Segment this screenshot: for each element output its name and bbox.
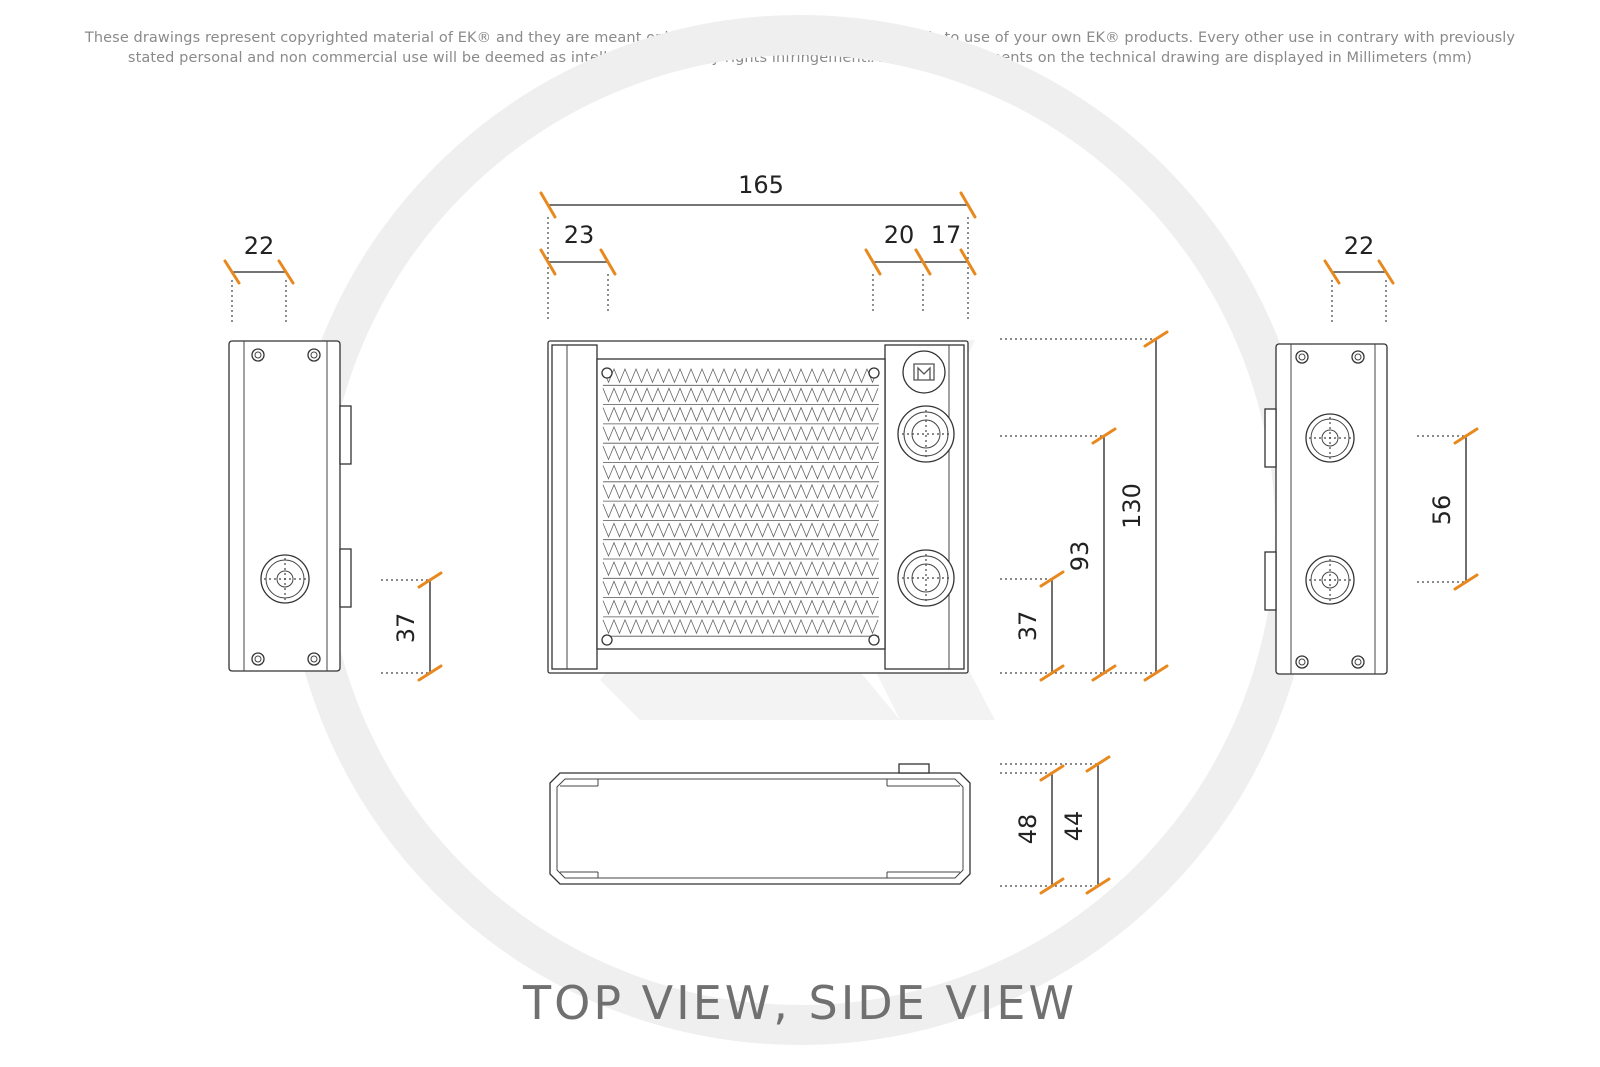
dim-front-left-offset: 23 xyxy=(564,221,595,249)
dim-front-port-right: 17 xyxy=(931,221,962,249)
dim-bottom-outer: 48 xyxy=(1014,814,1042,845)
dim-front-height: 130 xyxy=(1118,483,1146,529)
dim-front-port-high: 93 xyxy=(1066,541,1094,572)
front-view xyxy=(547,340,969,674)
port-icon xyxy=(260,554,310,604)
radiator-fins xyxy=(602,367,879,637)
port-icon xyxy=(897,405,955,463)
port-icon xyxy=(1305,555,1355,605)
port-icon xyxy=(897,549,955,607)
right-side-view xyxy=(1264,343,1388,675)
dimension-lines xyxy=(223,191,1479,895)
dim-left-width: 22 xyxy=(244,232,275,260)
ek-logo-icon xyxy=(902,350,946,394)
view-caption: TOP VIEW, SIDE VIEW xyxy=(523,976,1077,1030)
dim-bottom-inner: 44 xyxy=(1060,811,1088,842)
port-icon xyxy=(1305,413,1355,463)
copyright-notice-line-2: stated personal and non commercial use w… xyxy=(127,50,1473,66)
bottom-view xyxy=(549,763,971,885)
dim-right-width: 22 xyxy=(1344,232,1375,260)
dim-left-port: 37 xyxy=(392,613,420,644)
dim-front-port-left: 20 xyxy=(884,221,915,249)
dim-right-port-spacing: 56 xyxy=(1428,495,1456,526)
left-side-view xyxy=(228,340,352,672)
dim-front-length: 165 xyxy=(738,171,784,199)
dim-front-port-low: 37 xyxy=(1014,611,1042,642)
